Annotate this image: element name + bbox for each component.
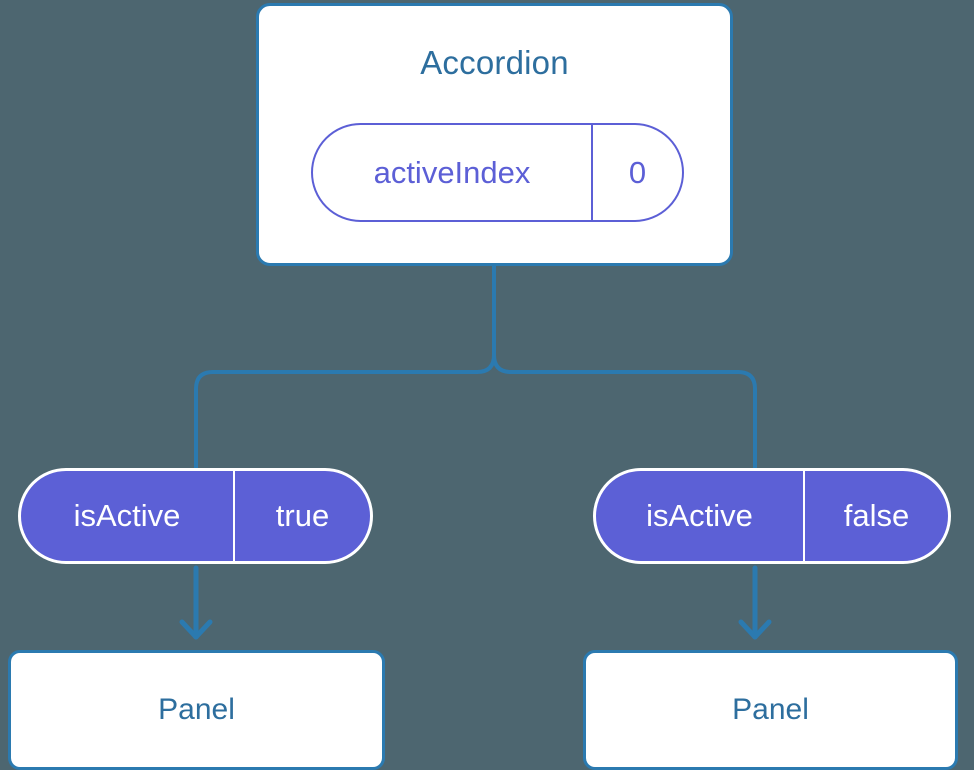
edge-to-left-branch [194, 264, 496, 470]
edge-to-right-branch [492, 264, 757, 470]
prop-pill-value: false [843, 498, 910, 533]
prop-pill-value: true [275, 498, 330, 533]
node-panel-card-right[interactable]: Panel [583, 650, 958, 770]
node-panel-card-left[interactable]: Panel [8, 650, 385, 770]
panel-title: Panel [732, 693, 809, 726]
arrow-right-head-icon [738, 619, 772, 640]
state-pill-value: 0 [628, 154, 647, 190]
prop-pill-is-active-false[interactable]: isActive false [593, 468, 951, 564]
prop-pill-key: isActive [596, 471, 805, 561]
arrow-left-head-icon [179, 619, 213, 640]
state-pill-key: activeIndex [313, 125, 593, 220]
prop-pill-is-active-true[interactable]: isActive true [18, 468, 373, 564]
accordion-title: Accordion [420, 44, 569, 81]
panel-title: Panel [158, 693, 235, 726]
node-accordion-card[interactable]: Accordion activeIndex 0 [256, 3, 733, 266]
prop-pill-key: isActive [21, 471, 235, 561]
state-pill-active-index[interactable]: activeIndex 0 [311, 123, 684, 222]
